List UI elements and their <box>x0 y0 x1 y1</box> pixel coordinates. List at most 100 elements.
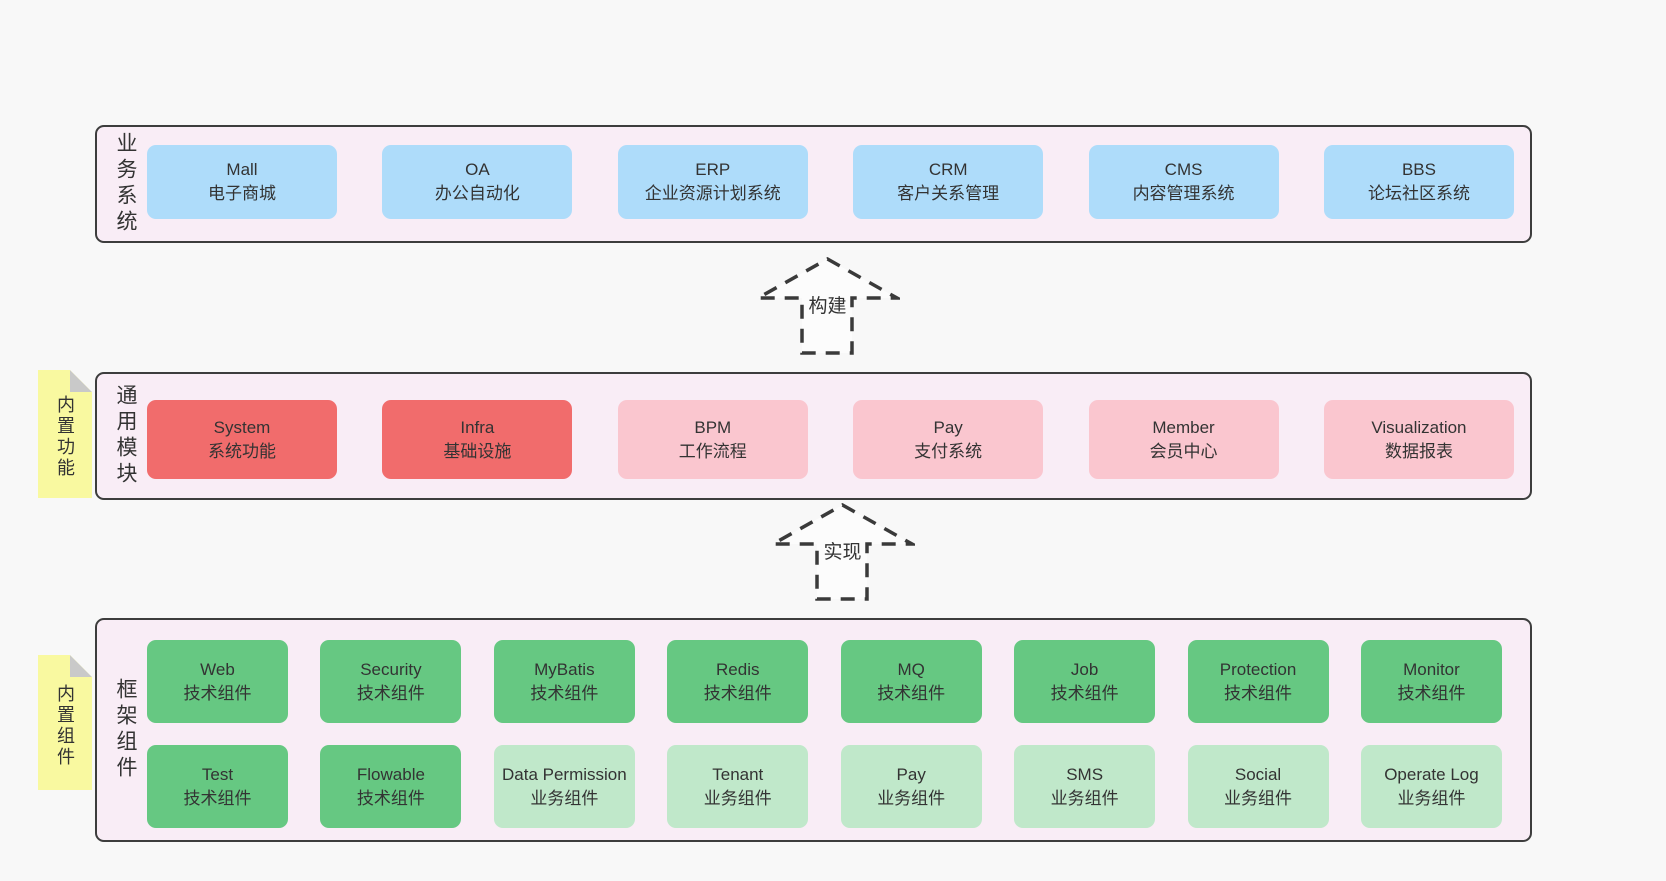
box-subtitle: 技术组件 <box>183 683 252 703</box>
box-title: Job <box>1070 659 1099 679</box>
box-subtitle: 支付系统 <box>914 441 983 461</box>
box-operate-log: Operate Log 业务组件 <box>1360 745 1502 828</box>
box-title: Operate Log <box>1384 764 1479 784</box>
build-arrow-label: 构建 <box>805 296 850 318</box>
box-subtitle: 工作流程 <box>678 441 747 461</box>
box-mall: Mall 电子商城 <box>147 145 337 219</box>
box-subtitle: 业务组件 <box>1397 788 1466 808</box>
sticky-tag-label: 内置组件 <box>55 683 75 768</box>
box-pay: Pay 业务组件 <box>840 745 982 828</box>
build-arrow: 构建 <box>755 256 900 356</box>
business-systems-row: Mall 电子商城 OA 办公自动化 ERP 企业资源计划系统 CRM 客户关系管理 CMS 内容… <box>147 145 1514 219</box>
box-mq: MQ 技术组件 <box>840 640 982 723</box>
box-system: System 系统功能 <box>147 400 337 479</box>
box-subtitle: 技术组件 <box>703 683 772 703</box>
box-protection: Protection 技术组件 <box>1187 640 1329 723</box>
box-infra: Infra 基础设施 <box>382 400 573 479</box>
box-title: MQ <box>897 659 925 679</box>
sticky-tag-built-in-features: 内置功能 <box>38 370 92 498</box>
sticky-tag-label: 内置功能 <box>55 395 75 480</box>
box-tenant: Tenant 业务组件 <box>667 745 809 828</box>
section-label-business-systems: 业务系统 <box>114 132 137 236</box>
box-title: OA <box>465 160 490 179</box>
box-title: Mall <box>226 160 258 179</box>
box-title: Data Permission <box>501 764 627 784</box>
implement-arrow: 实现 <box>770 502 915 602</box>
box-title: CMS <box>1164 160 1203 179</box>
box-data-permission: Data Permission 业务组件 <box>493 745 635 828</box>
box-subtitle: 技术组件 <box>1397 683 1466 703</box>
box-title: BBS <box>1401 160 1436 179</box>
box-title: Visualization <box>1371 417 1467 437</box>
implement-arrow-label: 实现 <box>820 542 865 564</box>
box-title: Pay <box>896 764 926 784</box>
box-title: Pay <box>933 417 963 437</box>
box-subtitle: 业务组件 <box>1224 788 1293 808</box>
sticky-tag-built-in-components: 内置组件 <box>38 655 92 790</box>
box-social: Social 业务组件 <box>1187 745 1329 828</box>
box-sms: SMS 业务组件 <box>1014 745 1156 828</box>
box-member: Member 会员中心 <box>1088 400 1279 479</box>
box-subtitle: 内容管理系统 <box>1132 184 1235 203</box>
box-subtitle: 会员中心 <box>1149 441 1218 461</box>
box-visualization: Visualization 数据报表 <box>1323 400 1514 479</box>
box-subtitle: 业务组件 <box>530 788 599 808</box>
box-subtitle: 系统功能 <box>208 441 276 461</box>
box-title: SMS <box>1066 764 1104 784</box>
box-subtitle: 技术组件 <box>1050 683 1119 703</box>
box-title: ERP <box>695 160 731 179</box>
box-pay: Pay 支付系统 <box>853 400 1044 479</box>
box-bbs: BBS 论坛社区系统 <box>1323 145 1514 219</box>
box-test: Test 技术组件 <box>147 745 288 828</box>
box-mybatis: MyBatis 技术组件 <box>493 640 635 723</box>
box-job: Job 技术组件 <box>1014 640 1156 723</box>
box-subtitle: 技术组件 <box>877 683 946 703</box>
box-flowable: Flowable 技术组件 <box>320 745 462 828</box>
box-subtitle: 业务组件 <box>1050 788 1119 808</box>
box-subtitle: 企业资源计划系统 <box>644 184 781 203</box>
box-title: Protection <box>1219 659 1297 679</box>
box-subtitle: 技术组件 <box>1224 683 1293 703</box>
box-oa: OA 办公自动化 <box>382 145 573 219</box>
box-title: MyBatis <box>534 659 595 679</box>
box-title: Security <box>360 659 422 679</box>
box-subtitle: 技术组件 <box>183 788 252 808</box>
box-subtitle: 数据报表 <box>1384 441 1453 461</box>
box-subtitle: 业务组件 <box>703 788 772 808</box>
box-monitor: Monitor 技术组件 <box>1360 640 1502 723</box>
box-title: Flowable <box>356 764 425 784</box>
box-title: Social <box>1234 764 1282 784</box>
box-subtitle: 办公自动化 <box>434 184 520 203</box>
box-subtitle: 技术组件 <box>530 683 599 703</box>
box-title: Member <box>1152 417 1215 437</box>
section-label-framework-components: 框架组件 <box>114 678 137 782</box>
box-title: Monitor <box>1403 659 1460 679</box>
box-subtitle: 技术组件 <box>356 788 425 808</box>
box-title: CRM <box>928 160 968 179</box>
box-title: System <box>213 417 271 437</box>
section-business-systems: 业务系统 Mall 电子商城 OA 办公自动化 ERP 企业资源计划系统 CRM 客户关系管理… <box>95 125 1532 243</box>
box-subtitle: 业务组件 <box>877 788 946 808</box>
box-security: Security 技术组件 <box>320 640 462 723</box>
folded-corner-icon <box>70 655 92 677</box>
box-title: Test <box>201 764 234 784</box>
box-erp: ERP 企业资源计划系统 <box>617 145 808 219</box>
box-subtitle: 基础设施 <box>443 441 512 461</box>
box-subtitle: 论坛社区系统 <box>1367 184 1470 203</box>
box-subtitle: 电子商城 <box>208 184 276 203</box>
section-label-common-modules: 通用模块 <box>114 384 137 488</box>
box-crm: CRM 客户关系管理 <box>853 145 1044 219</box>
box-title: Tenant <box>712 764 764 784</box>
box-cms: CMS 内容管理系统 <box>1088 145 1279 219</box>
box-bpm: BPM 工作流程 <box>617 400 808 479</box>
box-subtitle: 客户关系管理 <box>897 184 1000 203</box>
box-title: BPM <box>694 417 732 437</box>
box-title: Infra <box>460 417 495 437</box>
box-subtitle: 技术组件 <box>356 683 425 703</box>
section-common-modules: 通用模块 System 系统功能 Infra 基础设施 BPM 工作流程 Pay 支付系统 Me… <box>95 372 1532 500</box>
